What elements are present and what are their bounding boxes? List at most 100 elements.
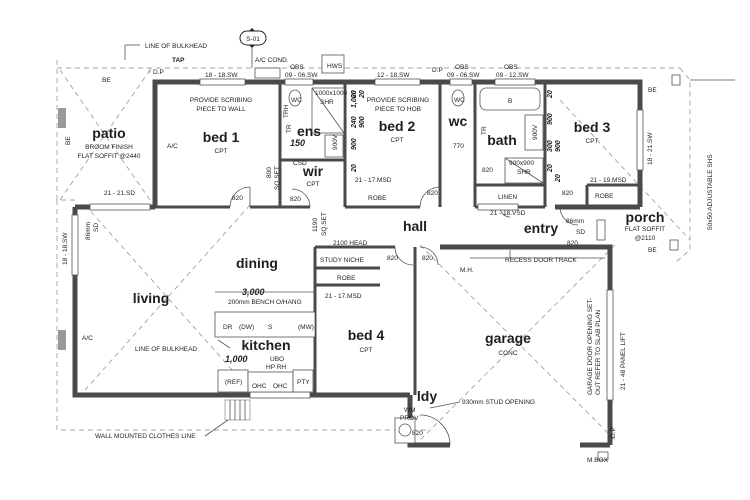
living-dim-86: 86mm: [85, 222, 92, 240]
dim-820-bath: 820: [482, 167, 493, 174]
window-ens-size: 09 - 06.SW: [285, 72, 318, 79]
bath-dim-20-b: 20: [547, 164, 554, 173]
bath-dim-20-c: 20: [555, 174, 562, 183]
bulkhead-top-note: LINE OF BULKHEAD: [145, 43, 207, 50]
room-bed2-sub: CPT: [391, 137, 404, 144]
bath-tub-label: B: [508, 98, 512, 105]
dim-820-bed1: 820: [232, 195, 243, 202]
wir-sq-set: SQ.SET: [274, 166, 281, 190]
dim-1000: 1,000: [351, 90, 358, 108]
wc-dim-770: 770: [453, 143, 464, 150]
bed4-head-note: 2100 HEAD: [333, 240, 368, 247]
kitchen-hprh-label: HP RH: [266, 364, 286, 371]
entry-sd-label: SD: [576, 229, 585, 236]
window-garage: 21 - 48 PANEL LIFT: [620, 332, 627, 390]
garage-door-note-2: OUT REFER TO SLAB PLAN: [595, 309, 602, 395]
window-marks: [71, 78, 644, 401]
bath-tr-label: TR: [481, 126, 488, 135]
window-bed1: 18 - 18.SW: [205, 72, 238, 79]
dim-20-b: 20: [351, 164, 358, 173]
kitchen-dw-label: (DW): [239, 324, 254, 331]
room-ldy-name: ldy: [417, 388, 437, 404]
dim-240: 240: [351, 116, 358, 129]
ldy-prov-label: PROV: [400, 415, 419, 422]
interior-walls: [155, 82, 640, 395]
be-label-4: BE: [648, 247, 657, 254]
bed3-robe-label: ROBE: [595, 193, 614, 200]
bed2-robe-label: ROBE: [368, 195, 387, 202]
room-bed1-name: bed 1: [203, 129, 240, 145]
room-bath-name: bath: [487, 132, 517, 148]
eave-lines: [56, 60, 735, 441]
room-bed3-sub: CPT: [586, 138, 599, 145]
kitchen-ref-label: (REF): [225, 379, 242, 386]
living-sd-label: SD: [93, 223, 100, 232]
kitchen-dr-label: DR: [223, 324, 233, 331]
bath-shower-size: 900x900: [509, 160, 534, 167]
mbox-label: M.BOX: [587, 457, 609, 464]
dim-1190: 1190: [312, 218, 319, 232]
room-porch-name: porch: [626, 209, 665, 225]
bath-dim-900-b: 900: [555, 140, 562, 152]
be-label-2: BE: [65, 136, 72, 145]
room-garage-sub: CONC: [498, 350, 517, 357]
kitchen-ohc-1: OHC: [252, 383, 267, 390]
window-patio: 21 - 21.SD: [104, 190, 135, 197]
bench-note: 200mm BENCH O/HANG: [228, 299, 302, 306]
room-patio-name: patio: [92, 125, 125, 141]
room-garage-name: garage: [485, 330, 531, 346]
dim-800: 800: [266, 167, 273, 178]
ens-trh-label: TRH: [283, 104, 290, 118]
dim-820-ldy: 820: [412, 430, 423, 437]
room-entry-name: entry: [524, 220, 558, 236]
garage-door-note-1: GARAGE DOOR OPENING SET-: [587, 298, 594, 395]
room-ens-name: ens: [297, 123, 321, 139]
dim-820-garage: 820: [422, 255, 433, 262]
ens-shower-label: SHR: [320, 99, 334, 106]
kitchen-ohc-2: OHC: [273, 383, 288, 390]
room-patio-sub1: BROOM FINISH: [85, 144, 133, 151]
kitchen-dim: 1,000: [225, 354, 248, 364]
window-bed2-robe: 21 - 17.MSD: [355, 177, 392, 184]
room-wir-name: wir: [302, 163, 324, 179]
bath-dim-20-a: 20: [547, 90, 554, 99]
window-bed3-robe: 21 - 19.MSD: [590, 177, 627, 184]
window-bath-type: OBS: [504, 64, 518, 71]
room-patio-sub2: FLAT SOFFIT @2440: [78, 153, 141, 160]
bed2-note-2: PIECE TO HOB: [375, 106, 421, 113]
bath-dim-300: 300: [547, 140, 554, 152]
ldy-wm-label: WM: [404, 407, 416, 414]
living-ac-label: A/C: [82, 335, 93, 342]
ens-wc-label: WC: [291, 97, 302, 104]
clothes-line-note: WALL MOUNTED CLOTHES LINE: [95, 433, 196, 440]
bath-dim-900-a: 900: [547, 113, 554, 125]
section-marker: S-01: [239, 28, 267, 68]
bath-linen-label: LINEN: [498, 194, 517, 201]
room-bed2-name: bed 2: [379, 118, 416, 134]
window-living: 18 - 18.SW: [62, 232, 69, 265]
fixtures: [58, 54, 681, 461]
window-bath-size: 09 - 12.SW: [496, 72, 529, 79]
room-hall-name: hall: [403, 218, 427, 234]
bed4-robe-label: ROBE: [337, 275, 356, 282]
window-linen: 21 - 18.VSD: [490, 210, 526, 217]
kitchen-bulkhead-note: LINE OF BULKHEAD: [135, 346, 197, 353]
room-wir-sub: CPT: [307, 181, 320, 188]
ens-tr-label: TR: [286, 124, 293, 133]
dim-20-a: 20: [351, 90, 358, 99]
garage-recess-note: RECESS DOOR TRACK: [505, 257, 577, 264]
dim-820-bed4: 820: [387, 255, 398, 262]
garage-opening-note: 930mm STUD OPENING: [462, 399, 535, 406]
ens-vanity-label: 900V: [332, 134, 339, 150]
kitchen-pty-label: PTY: [297, 379, 310, 386]
kitchen-sink-label: S: [268, 324, 273, 331]
room-bed4-name: bed 4: [348, 327, 385, 343]
hws-label: HWS: [327, 63, 343, 70]
bed2-note-1: PROVIDE SCRIBING: [367, 97, 429, 104]
window-ens-type: OBS: [290, 64, 304, 71]
bath-shower-label: SHR: [517, 169, 531, 176]
tap-label: TAP: [172, 57, 185, 64]
dim-820-bed2: 820: [427, 190, 438, 197]
garage-mh-label: M.H.: [460, 267, 474, 274]
room-bed4-sub: CPT: [360, 347, 373, 354]
